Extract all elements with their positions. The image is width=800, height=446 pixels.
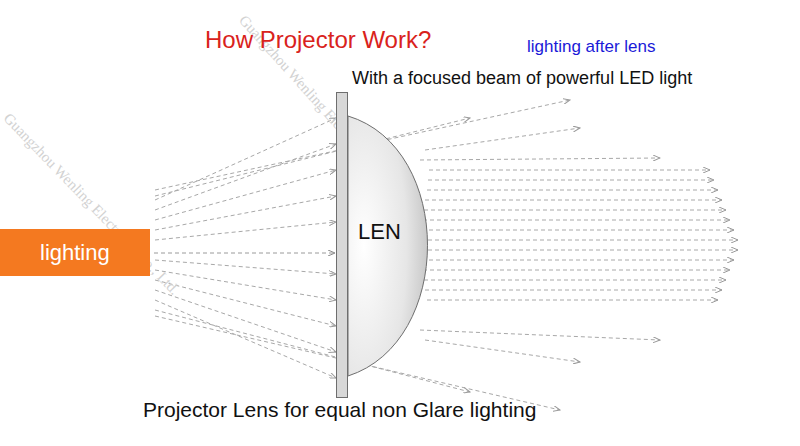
light-ray: [421, 250, 738, 251]
light-ray: [420, 330, 660, 340]
light-ray: [155, 270, 336, 300]
light-ray: [422, 260, 734, 261]
light-ray: [423, 270, 730, 271]
node-label: lighting: [40, 240, 110, 265]
light-source-box: lighting: [0, 229, 150, 276]
lens-shape: LEN: [336, 92, 436, 398]
light-ray: [424, 280, 726, 281]
light-ray: [425, 290, 722, 291]
title: How Projector Work?: [205, 26, 431, 54]
light-ray: [425, 200, 722, 201]
annotation: With a focused beam of powerful LED ligh…: [352, 68, 692, 89]
light-ray: [155, 310, 470, 392]
caption: Projector Lens for equal non Glare light…: [143, 398, 536, 422]
light-ray: [155, 118, 470, 196]
light-ray: [155, 222, 336, 240]
light-ray: [425, 340, 580, 362]
light-ray: [420, 158, 660, 160]
light-ray: [427, 190, 718, 191]
light-ray: [155, 260, 336, 274]
light-ray: [425, 128, 580, 150]
light-ray: [155, 300, 336, 378]
light-ray: [155, 290, 336, 352]
node-label: LEN: [358, 219, 401, 244]
light-ray: [428, 180, 714, 181]
annotation: lighting after lens: [527, 37, 656, 57]
lens-outline: [336, 92, 436, 398]
light-ray: [427, 300, 718, 301]
light-ray: [422, 230, 734, 231]
light-ray: [155, 118, 336, 200]
light-ray: [421, 240, 738, 241]
light-ray: [424, 210, 726, 211]
light-ray: [423, 220, 730, 221]
light-ray: [155, 144, 336, 210]
light-ray: [429, 170, 710, 171]
light-ray-connector: [154, 253, 335, 254]
